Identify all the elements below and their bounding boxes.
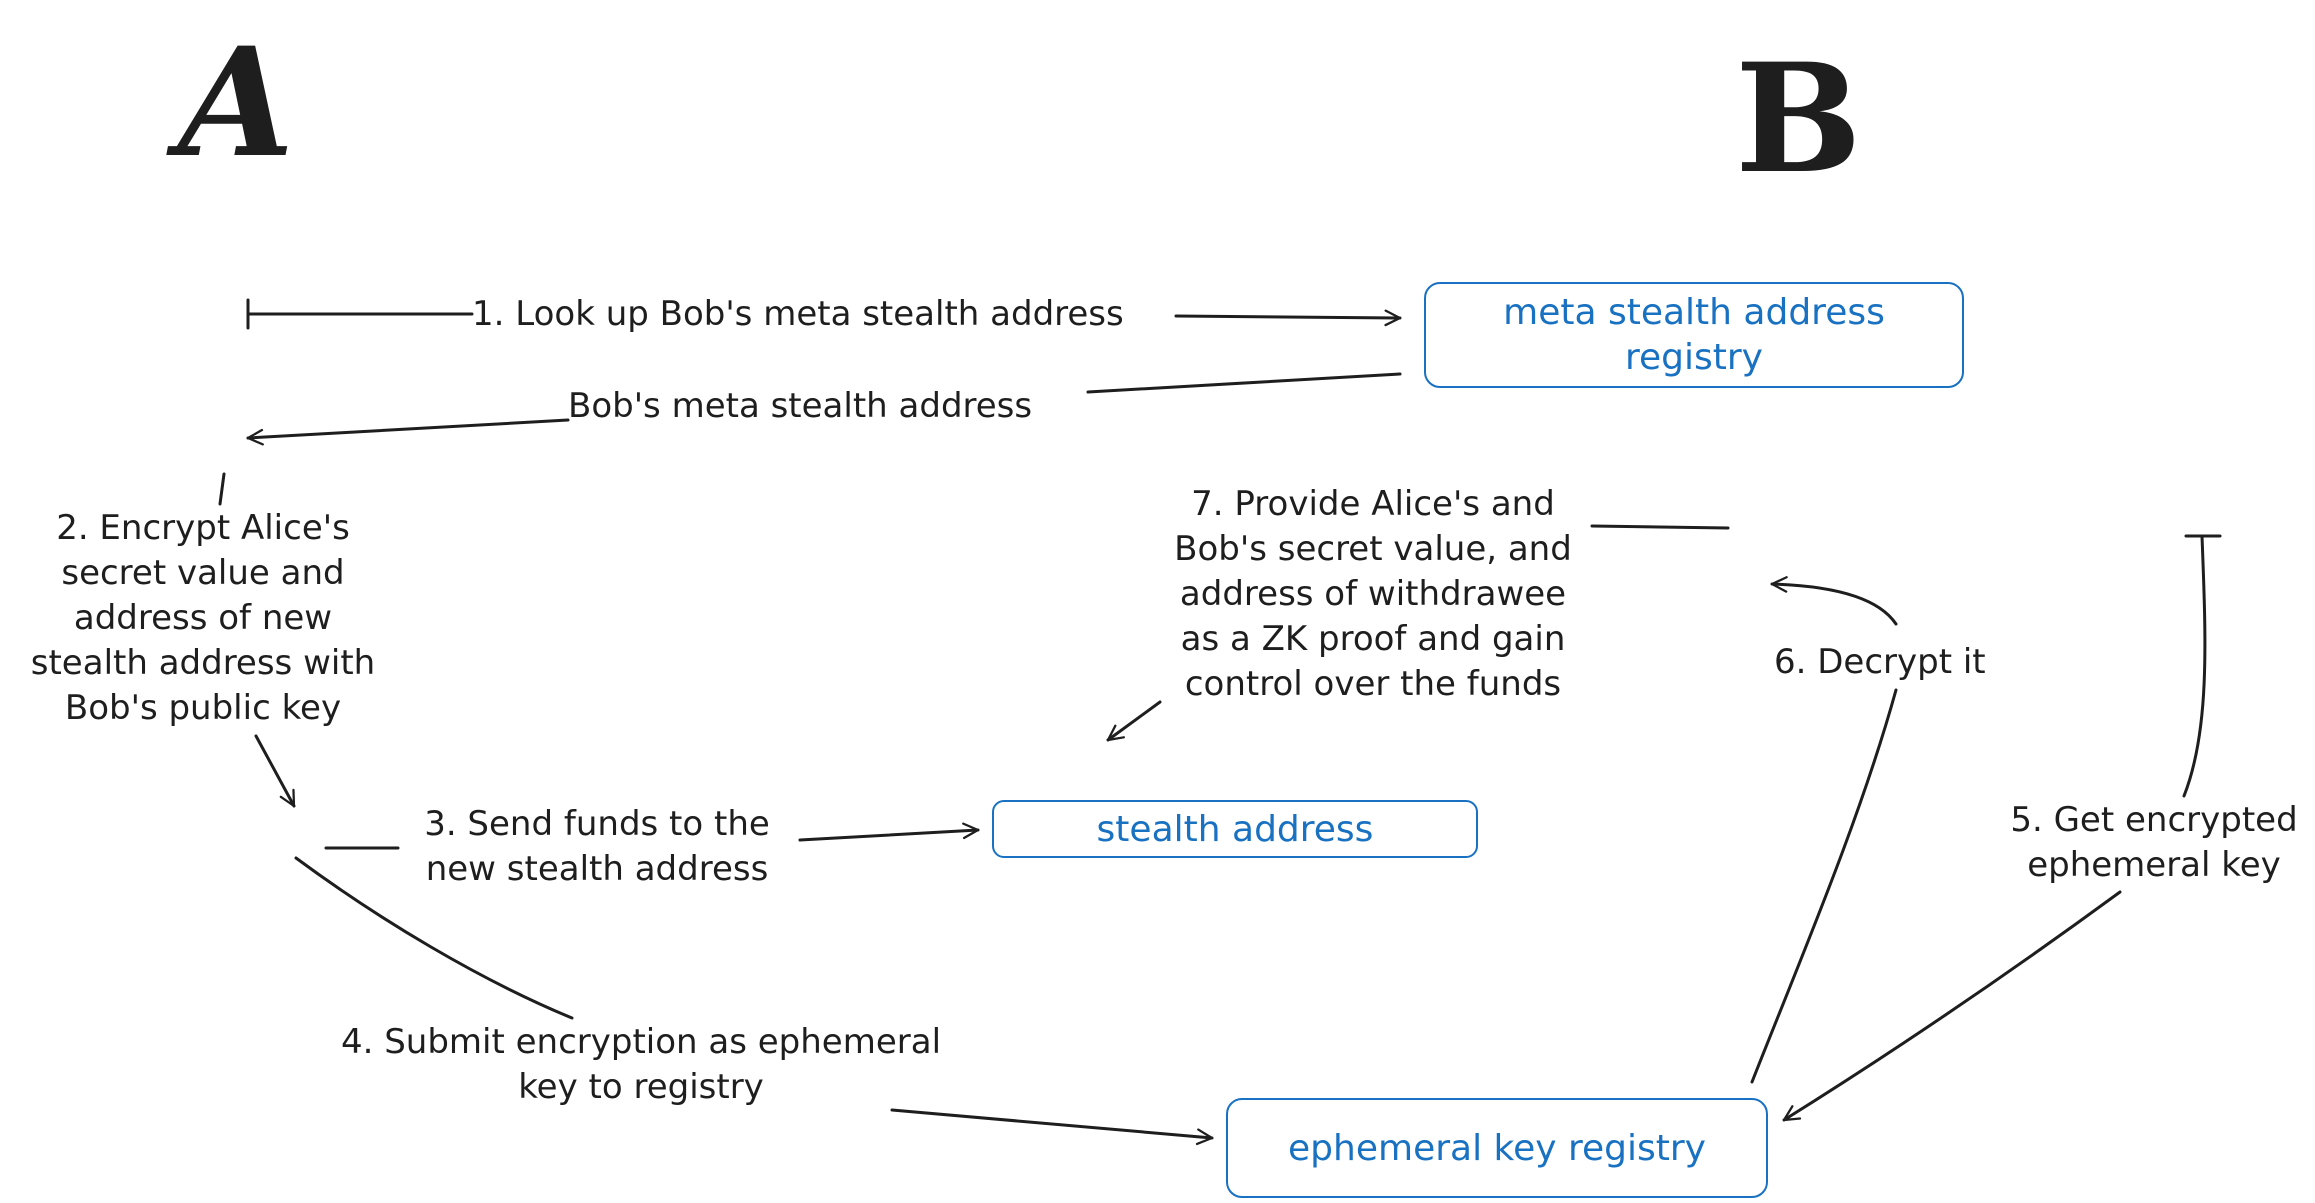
arrow-step3 <box>324 830 978 850</box>
step7-label: 7. Provide Alice's and Bob's secret valu… <box>1174 484 1572 704</box>
arrow-step1 <box>246 314 1400 318</box>
step3-label: 3. Send funds to the new stealth address <box>424 804 770 889</box>
stealth-address-node: stealth address <box>992 800 1478 858</box>
arrow-step4 <box>294 856 1212 1138</box>
arrow-step6 <box>1750 584 1898 1084</box>
step7-start-line <box>1590 524 1730 530</box>
arrow-bobs-meta <box>248 372 1402 438</box>
meta-stealth-address-registry-node: meta stealth address registry <box>1424 282 1964 388</box>
arrow-step5-lower <box>1782 890 2122 1122</box>
step5-label: 5. Get encrypted ephemeral key <box>2010 800 2298 885</box>
step6-label: 6. Decrypt it <box>1774 642 1986 682</box>
ephemeral-key-registry-node: ephemeral key registry <box>1226 1098 1768 1198</box>
step2-tick <box>218 472 226 506</box>
arrow-step5-upper <box>2182 534 2207 798</box>
actor-a-heading: A <box>178 15 295 191</box>
arrow-step7 <box>1106 700 1162 742</box>
bobs-meta-address-label: Bob's meta stealth address <box>568 386 1033 426</box>
arrow-step2 <box>254 734 296 808</box>
actor-b-heading: B <box>1735 31 1862 207</box>
step4-label: 4. Submit encryption as ephemeral key to… <box>340 1022 942 1107</box>
step2-label: 2. Encrypt Alice's secret value and addr… <box>30 508 376 728</box>
step1-label: 1. Look up Bob's meta stealth address <box>472 294 1124 334</box>
